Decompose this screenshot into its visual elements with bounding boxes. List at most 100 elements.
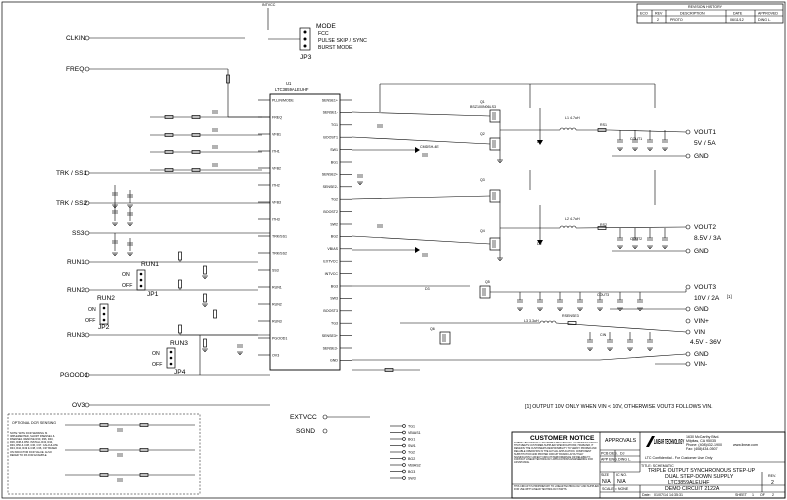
dcr-traces [65,423,195,482]
extvcc-connector[interactable]: EXTVCC [290,414,370,421]
ic-right-pins: SENSE1+SENSE1-TG1BOOST1SW1BG1SENSE2+SENS… [322,98,352,363]
run1-connector[interactable]: RUN1 [67,259,135,266]
rev-col-eco: ECO [640,12,648,16]
pgood1-label: PGOOD1 [60,372,89,379]
vin-connector[interactable]: VIN 4.5V - 36V [685,329,722,346]
ic-pin-label: SENSE1+ [322,98,338,102]
cout3 [637,299,643,303]
run2-connector[interactable]: RUN2 [67,287,112,294]
ground-symbol [237,351,243,355]
ic-pin-label: OV3 [272,353,279,357]
run1-jumper[interactable]: RUN1 ON OFF JP1 [122,261,159,298]
l1-label: L1 4.7uH [565,116,580,120]
ic-pin-label: SENSE3+ [322,334,338,338]
ground-symbol [617,147,623,151]
l2 [559,225,577,229]
q4-label: Q4 [480,229,485,233]
customer-notice-footer: THIS CIRCUIT IS PROPRIETARY TO LINEAR TE… [514,485,599,491]
mosfet-body [439,331,451,345]
testpoint-label: SW1 [408,444,416,448]
vin-plus-connector[interactable]: VIN+ [685,318,709,325]
c-comp [212,128,218,132]
trk-ss1-connector[interactable]: TRK / SS1 [56,170,270,177]
ov3-connector[interactable]: OV3 [72,402,270,409]
diode-d1 [537,140,543,145]
ic-pin-label: TRK/SS2 [272,251,287,255]
vin-gnd-connector[interactable]: GND [685,351,709,358]
mode-opt-pulse-skip: PULSE SKIP / SYNC [318,38,367,44]
jp1-ref: JP1 [147,291,159,298]
run3-jumper[interactable]: RUN3 ON OFF JP4 [152,340,188,376]
r-divider [164,168,174,172]
sgnd-connector[interactable]: SGND [296,428,328,435]
vout1-gnd-connector[interactable]: GND [685,153,709,160]
customer-notice-title: CUSTOMER NOTICE [530,435,595,442]
inductor-coil [539,320,557,324]
vin-minus-connector[interactable]: VIN- [685,361,707,368]
r-run [178,324,182,334]
ground-symbol [632,147,638,151]
extvcc-label: EXTVCC [290,414,317,421]
vout1-connector[interactable]: VOUT1 5V / 5A [685,129,716,147]
run2-jumper[interactable]: RUN2 ON OFF JP2 [85,295,115,331]
trk-ss1-label: TRK / SS1 [56,170,87,177]
vin-plus: VIN+ [694,318,709,325]
vout2-connector[interactable]: VOUT2 8.5V / 3A [685,224,722,242]
ic-pin-label: VFB1 [272,132,281,136]
cout3 [517,299,523,303]
footnote: [1] OUTPUT 10V ONLY WHEN VIN < 10V, OTHE… [525,404,713,410]
trk-ss2-label: TRK / SS2 [56,200,87,207]
vout1-gnd: GND [694,153,709,160]
clkin-connector[interactable]: CLKIN [66,35,245,42]
ic-pin-label: SENSE3- [323,346,339,350]
c-boost [422,253,428,257]
rs2 [597,226,607,230]
testpoint-label: TG1 [408,424,415,428]
pcb-des-value: DJ [620,452,625,456]
rev-row-rev: 2 [657,18,659,22]
c-sense2 [377,224,383,228]
ic-pin-label: RUN1 [272,285,282,289]
d2-label: D2 [537,242,542,246]
ground-symbol [662,245,668,249]
ss3-connector[interactable]: SS3 [72,230,270,237]
ground-symbol [617,245,623,249]
r-pgood [213,309,217,319]
ground-symbol [647,147,653,151]
ground-symbol [537,307,543,311]
rs2-label: RS2 [600,223,607,227]
pgood1-connector[interactable]: PGOOD1 [60,372,270,379]
run3-connector[interactable]: RUN3 [67,332,270,339]
c-dcr [117,453,123,457]
vin-range: 4.5V - 36V [690,339,722,346]
vout3-gnd-connector[interactable]: GND [685,306,709,313]
ic-pin-label: BOOST2 [323,210,338,214]
vin-gnd: GND [694,351,709,358]
cout2 [632,237,638,241]
dcr-note: NOTE: WITH DCR SENSING IS IMPLEMENTED, S… [10,432,58,457]
address-line1: 1630 McCarthy Blvd. [686,435,719,439]
r-dcr [139,473,149,477]
rs1 [597,128,607,132]
ic-pin-label: SW1 [330,148,338,152]
mode-jumper[interactable]: INTVCC MODE FCC PULSE SKIP / SYNC BURST … [262,3,367,61]
title-label: TITLE: SCHEMATIC [641,464,674,468]
ground-symbol [517,307,523,311]
title-line2: DUAL STEP-DOWN SUPPLY [665,474,734,480]
vout3-connector[interactable]: VOUT3 10V / 2A [1] [685,284,732,302]
vout2-gnd-connector[interactable]: GND [685,248,709,255]
r-dcr [99,473,109,477]
vin-label: VIN [694,329,705,336]
freq-connector[interactable]: FREQ [66,66,228,73]
run1-on: ON [122,272,130,278]
trk-ss2-connector[interactable]: TRK / SS2 [56,200,270,207]
run1-label: RUN1 [67,259,85,266]
ground-symbol [662,147,668,151]
rs1-label: RS1 [600,123,607,127]
q5 [479,285,491,299]
testpoint-label: BG3 [408,470,415,474]
cout2 [617,237,623,241]
date-label: Date: [642,493,651,497]
vout3-gnd: GND [694,306,709,313]
